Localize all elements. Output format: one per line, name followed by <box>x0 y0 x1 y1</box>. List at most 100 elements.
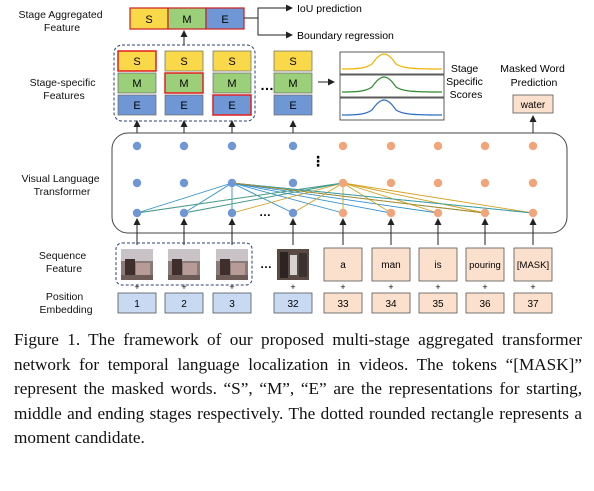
word-token-box-4 <box>465 247 505 282</box>
position-box-7 <box>418 292 458 314</box>
boundary-regression-label: Boundary regression <box>297 30 394 42</box>
position-number-2: 2 <box>181 299 187 310</box>
word-token-box-3 <box>418 247 458 282</box>
node-6-layer-3 <box>386 141 396 151</box>
node-3-layer-3 <box>227 141 237 151</box>
attention-line <box>231 182 392 214</box>
stack-1-s-box <box>117 50 157 72</box>
node-5-layer-1 <box>338 208 348 218</box>
plus-sign: + <box>229 282 234 292</box>
stack-3-s-box <box>212 50 252 72</box>
plus-sign: + <box>181 282 186 292</box>
word-token-2: man <box>381 260 400 271</box>
attention-line <box>231 182 534 214</box>
figure-caption: Figure 1. The framework of our proposed … <box>14 330 582 448</box>
node-1-layer-2 <box>132 178 142 188</box>
stack-4-e-label: E <box>289 100 296 112</box>
output-arrows <box>244 4 293 39</box>
word-token-5: [MASK] <box>517 260 549 271</box>
stack-2-e-box <box>164 94 204 116</box>
attention-line <box>342 182 392 214</box>
node-3-layer-1 <box>227 208 237 218</box>
label-position-embedding: Position Embedding <box>39 291 92 316</box>
position-number-9: 37 <box>527 299 539 310</box>
position-box-9 <box>513 292 553 314</box>
position-number-8: 36 <box>479 299 491 310</box>
node-7-layer-2 <box>433 178 443 188</box>
video-frame-4 <box>277 249 309 280</box>
frame-ellipsis: … <box>260 257 272 271</box>
stack-4-s-label: S <box>289 56 296 68</box>
plus-sign: + <box>388 282 393 292</box>
position-number-7: 35 <box>432 299 444 310</box>
node-5-layer-3 <box>338 141 348 151</box>
plus-sign: + <box>482 282 487 292</box>
attention-line <box>183 182 233 214</box>
attention-line <box>292 182 344 214</box>
word-token-1: a <box>340 260 346 271</box>
position-box-1 <box>117 292 157 314</box>
stack-1-e-label: E <box>133 100 140 112</box>
stack-2-m-box <box>164 72 204 94</box>
position-box-5 <box>323 292 363 314</box>
masked-word-output: water <box>520 100 546 111</box>
position-number-5: 33 <box>337 299 349 310</box>
node-6-layer-1 <box>386 208 396 218</box>
agg-m-label: M <box>182 14 191 26</box>
stack-1-m-box <box>117 72 157 94</box>
stack-1-s-label: S <box>133 56 140 68</box>
stack-ellipsis: … <box>260 77 274 93</box>
node-6-layer-2 <box>386 178 396 188</box>
stack-2-s-label: S <box>180 56 187 68</box>
left-labels: Stage Aggregated Feature Stage-specific … <box>19 9 106 316</box>
position-number-6: 34 <box>385 299 397 310</box>
attention-line <box>136 182 344 214</box>
node-9-layer-2 <box>528 178 538 188</box>
word-token-4: pouring <box>469 260 501 271</box>
plus-sign: + <box>530 282 535 292</box>
node-8-layer-3 <box>480 141 490 151</box>
node-ellipsis: … <box>259 205 271 219</box>
stage-aggregated-feature: S M E <box>129 7 245 30</box>
score-plot-m <box>339 74 445 98</box>
position-box-6 <box>371 292 411 314</box>
masked-word-box <box>512 94 554 114</box>
word-token-box-5 <box>513 247 553 282</box>
transformer-nodes <box>132 141 538 218</box>
stack-2-e-label: E <box>180 100 187 112</box>
attention-line <box>342 182 534 214</box>
node-7-layer-1 <box>433 208 443 218</box>
stage-specific-scores <box>339 51 445 121</box>
label-stage-aggregated: Stage Aggregated Feature <box>19 9 106 34</box>
node-8-layer-2 <box>480 178 490 188</box>
node-7-layer-3 <box>433 141 443 151</box>
stack-1-m-label: M <box>132 78 141 90</box>
agg-e-label: E <box>221 14 228 26</box>
position-box-4 <box>273 292 313 314</box>
word-token-box-2 <box>371 247 411 282</box>
position-box-8 <box>465 292 505 314</box>
node-3-layer-2 <box>227 178 237 188</box>
attention-line <box>136 182 233 214</box>
plus-signs: +++++++++ <box>134 282 535 292</box>
sequence-arrows <box>133 218 537 245</box>
stack-4-s-box <box>273 50 313 72</box>
sequence-candidate-box <box>115 242 253 286</box>
stack-4-m-box <box>273 72 313 94</box>
video-frame-1 <box>121 249 153 280</box>
stack-3-e-label: E <box>228 100 235 112</box>
plus-sign: + <box>340 282 345 292</box>
stack-2-m-label: M <box>179 78 188 90</box>
position-box-2 <box>164 292 204 314</box>
agg-s-label: S <box>145 14 152 26</box>
iou-prediction-label: IoU prediction <box>297 3 362 15</box>
word-token-3: is <box>434 260 441 271</box>
attention-line <box>231 182 344 214</box>
node-1-layer-1 <box>132 208 142 218</box>
label-visual-language: Visual Language Transformer <box>22 173 103 198</box>
attention-line <box>342 182 486 214</box>
video-frame-3 <box>216 249 248 280</box>
attention-line <box>231 182 486 214</box>
node-2-layer-3 <box>179 141 189 151</box>
